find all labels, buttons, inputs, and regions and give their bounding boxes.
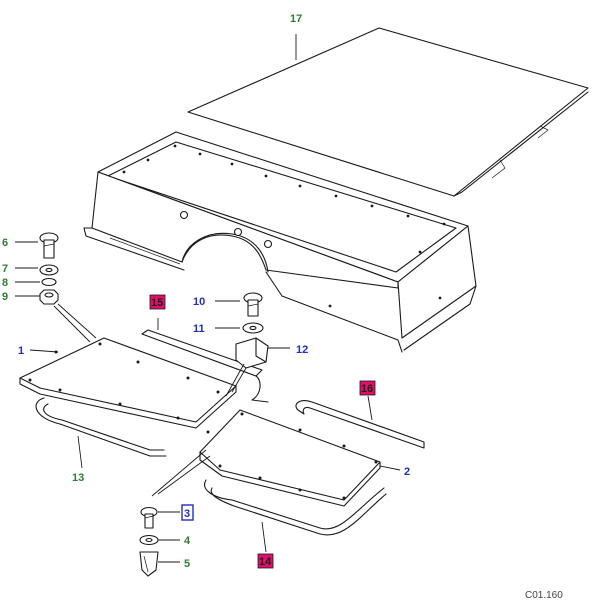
callout-1: 1 [18,345,24,357]
callout-3-box [181,504,194,521]
part-12-clip [235,337,269,369]
callout-10: 10 [193,296,205,308]
part-7-washer [39,264,59,276]
callout-16: 16 [361,383,373,395]
part-17-cover-panel [187,27,589,197]
callout-leaders [15,34,401,563]
callout-16-box [359,380,376,396]
callout-8: 8 [2,277,8,289]
part-5-spire-nut [139,551,159,577]
callout-4: 4 [184,535,191,547]
part-2-floor-plate [199,409,381,507]
callout-14-box [257,553,274,569]
callout-14: 14 [259,556,272,568]
part-1-floor-plate [19,337,237,429]
callout-5: 5 [184,558,190,570]
part-4-washer [139,534,159,546]
part-11-washer [242,322,264,334]
callout-17: 17 [290,13,302,25]
callout-3: 3 [184,508,190,520]
main-box-body [83,131,477,353]
callout-labels: 17 6 7 8 9 1 15 10 11 12 16 13 2 3 4 5 1… [2,13,410,570]
part-13-seal-strip [35,397,167,457]
callout-6: 6 [2,237,8,249]
part-6-bolt [39,232,59,259]
callout-7: 7 [2,263,8,275]
figure-code: C01.160 [525,590,563,600]
part-15-seal-strip [141,329,269,403]
callout-15-box [149,294,166,310]
part-9-nut [39,289,59,305]
callout-2: 2 [404,466,410,478]
part-14-seal-strip [204,479,387,536]
part-3-screw [140,506,158,529]
part-10-bolt [243,292,263,317]
callout-9: 9 [2,291,8,303]
callout-11: 11 [193,323,205,335]
part-16-seal-strip [295,400,425,449]
part-8-spring-washer [41,277,57,287]
callout-12: 12 [296,344,308,356]
callout-15: 15 [151,297,163,309]
callout-13: 13 [72,472,84,484]
